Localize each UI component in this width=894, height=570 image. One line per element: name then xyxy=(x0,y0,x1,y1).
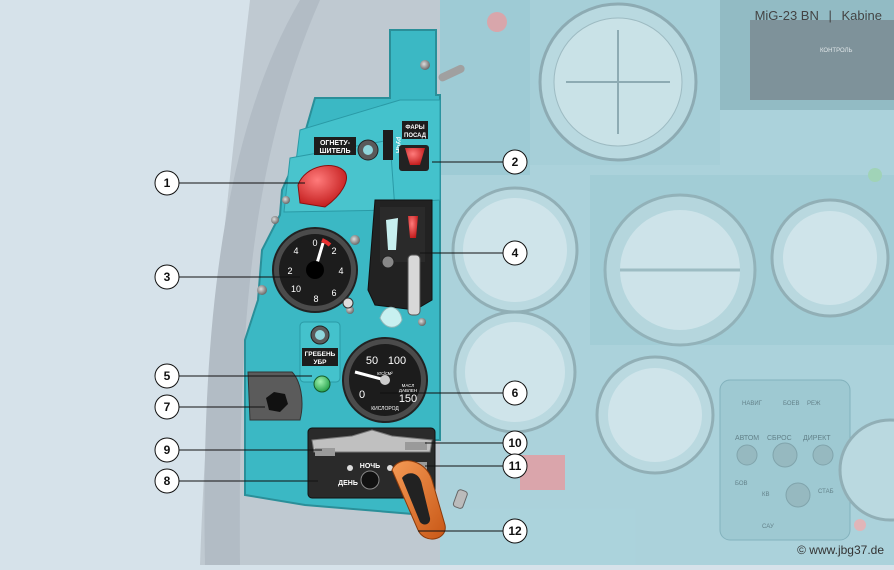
callout-6-label: 6 xyxy=(512,386,519,400)
gauge-3-tick-2b: 2 xyxy=(287,266,292,276)
screw xyxy=(420,60,430,70)
landing-light-switch[interactable] xyxy=(405,148,425,165)
callout-5-label: 5 xyxy=(164,369,171,383)
gauge-6-tick-50: 50 xyxy=(366,355,378,367)
callout-9-label: 9 xyxy=(164,443,171,457)
lever-4-handle[interactable] xyxy=(407,254,421,316)
ognetushitel-label-2: ШИТЕЛЬ xyxy=(320,148,351,155)
fary-label-2: ПОСАД xyxy=(404,133,427,139)
gauge-6-tick-0: 0 xyxy=(359,389,365,401)
bg-label-direkt: ДИРЕКТ xyxy=(803,435,831,442)
gauge-6-unit: кгс/см² xyxy=(377,371,393,377)
callout-5: 5 xyxy=(154,363,180,389)
callout-9: 9 xyxy=(154,437,180,463)
bg-label-stab: СТАБ xyxy=(818,489,834,495)
callout-8-label: 8 xyxy=(164,474,171,488)
panel-lamp-10 xyxy=(405,442,427,450)
gauge-3-tick-8: 8 xyxy=(313,294,318,304)
gauge-6-tick-100: 100 xyxy=(388,355,406,367)
callout-6: 6 xyxy=(502,380,528,406)
gauge-3-tick-6: 6 xyxy=(331,288,336,298)
callout-4-label: 4 xyxy=(512,246,519,260)
panel-toggle-lever[interactable] xyxy=(437,64,466,83)
callout-1: 1 xyxy=(154,170,180,196)
callout-7: 7 xyxy=(154,394,180,420)
greben-label-2: УБР xyxy=(313,359,327,366)
ognetushitel-label-1: ОГНЕТУ- xyxy=(320,140,351,147)
callout-11: 11 xyxy=(502,453,528,479)
gauge-6-label: КИСЛОРОД xyxy=(371,406,399,412)
callout-8: 8 xyxy=(154,468,180,494)
ruchn-label: РУЧН xyxy=(394,137,400,153)
callout-7-label: 7 xyxy=(164,400,171,414)
callout-12-label: 12 xyxy=(508,524,522,538)
bg-label-bov: БОВ xyxy=(735,481,748,487)
fire-extinguisher-cover[interactable] xyxy=(297,165,347,208)
panel-lamp-9 xyxy=(315,448,335,456)
orange-handle-12[interactable] xyxy=(391,460,468,540)
gauge-3-tick-10: 10 xyxy=(291,284,301,294)
gauge-3: 0 2 4 6 8 10 2 4 xyxy=(272,227,358,313)
fary-label-1: ФАРЫ xyxy=(405,125,424,131)
greben-label-plate xyxy=(302,348,338,366)
callout-11-label: 11 xyxy=(509,459,522,473)
gauge-3-tick-4: 4 xyxy=(338,266,343,276)
fire-ext-light xyxy=(363,145,373,155)
gauge-6-tick-150: 150 xyxy=(399,393,417,405)
gauge-3-tick-2: 2 xyxy=(331,246,336,256)
gauge-6-masl-2: ДАВЛЕН xyxy=(399,388,417,393)
bg-label-navig: НАВИГ xyxy=(742,401,763,407)
knob-stud xyxy=(387,465,393,471)
knob-stud xyxy=(347,465,353,471)
callout-4: 4 xyxy=(502,240,528,266)
callout-lines xyxy=(179,161,503,532)
screw xyxy=(418,318,426,326)
bg-label-rezh: РЕЖ xyxy=(807,401,821,407)
header-separator: | xyxy=(828,8,832,23)
label-den: ДЕНЬ xyxy=(338,480,358,487)
gauge-3-tick-4b: 4 xyxy=(293,246,298,256)
gauge-3-tick-0: 0 xyxy=(312,238,317,248)
screw xyxy=(282,196,290,204)
callout-10-label: 10 xyxy=(508,436,522,450)
page-header: MiG-23 BN | Kabine xyxy=(755,8,882,23)
callout-3: 3 xyxy=(154,264,180,290)
cockpit-frame-left xyxy=(204,0,320,565)
callout-2-label: 2 xyxy=(512,155,519,169)
lever-assembly-4 xyxy=(367,199,433,328)
bg-label-kontrol: КОНТРОЛЬ xyxy=(820,48,853,54)
background-panel: КОНТРОЛЬ АВТОМ СБРОС ДИРЕКТ НАВИГ БОЕВ Р… xyxy=(440,0,894,565)
bg-label-sau: САУ xyxy=(762,524,774,530)
bg-label-sbros: СБРОС xyxy=(767,435,792,442)
section-name: Kabine xyxy=(841,8,882,23)
callout-10: 10 xyxy=(502,430,528,456)
screw xyxy=(257,285,267,295)
ruchn-label-plate xyxy=(383,130,393,160)
screw xyxy=(271,216,279,224)
gauge-6-masl-1: МАСЛ xyxy=(402,383,415,388)
callout-3-label: 3 xyxy=(164,270,171,284)
bg-label-kv: КВ xyxy=(762,492,770,498)
greben-label-1: ГРЕБЕНЬ xyxy=(305,351,336,358)
hex-bolt-head xyxy=(266,392,288,412)
copyright: © www.jbg37.de xyxy=(797,543,884,557)
callout-1-label: 1 xyxy=(164,176,171,190)
callout-12: 12 xyxy=(502,518,528,544)
label-noch: НОЧЬ xyxy=(360,463,380,470)
day-night-knob[interactable] xyxy=(360,470,380,490)
bg-label-boev: БОЕВ xyxy=(783,401,800,407)
ognetushitel-label-plate xyxy=(314,137,356,155)
aircraft-name: MiG-23 BN xyxy=(754,8,819,23)
greben-green-lamp xyxy=(313,375,331,393)
fary-label-plate xyxy=(402,121,428,139)
callout-2: 2 xyxy=(502,149,528,175)
gauge-6-oxygen: 50 100 150 0 кгс/см² МАСЛ ДАВЛЕН КИСЛОРО… xyxy=(342,337,428,423)
screw xyxy=(350,235,360,245)
greben-test-lamp xyxy=(315,330,325,340)
bg-label-avtom: АВТОМ xyxy=(735,435,759,442)
